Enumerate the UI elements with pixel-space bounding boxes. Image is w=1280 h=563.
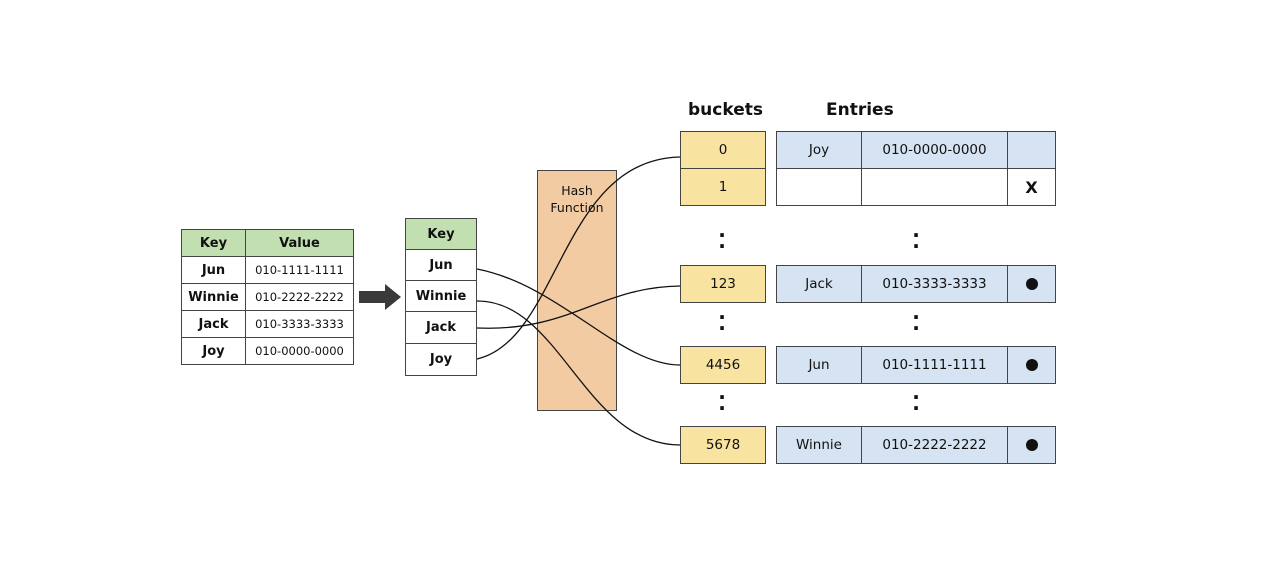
pointer-dot-icon	[1025, 439, 1038, 451]
entry-name-cell: Joy	[776, 131, 862, 169]
hash-function-label-line1: Hash	[561, 183, 593, 198]
source-key-cell: Winnie	[181, 283, 246, 311]
ellipsis-dots-icon: ··	[912, 305, 920, 340]
ellipsis-dots-icon: ··	[912, 223, 920, 258]
source-value-cell: 010-2222-2222	[245, 283, 354, 311]
pointer-dot-icon	[1025, 278, 1038, 290]
entry-phone-cell: 010-1111-1111	[861, 346, 1008, 384]
ellipsis-dots-icon: ··	[718, 385, 726, 420]
entry-phone-cell: 010-0000-0000	[861, 131, 1008, 169]
source-header-key: Key	[181, 229, 246, 257]
hash-function-box: Hash Function	[537, 170, 617, 411]
entry-name-cell: Jun	[776, 346, 862, 384]
source-key-cell: Joy	[181, 337, 246, 365]
bucket-cell: 0	[680, 131, 766, 169]
bucket-cell: 1	[680, 168, 766, 206]
ellipsis-dots-icon: ··	[718, 305, 726, 340]
connector-jack-123	[476, 285, 681, 329]
source-key-cell: Jack	[181, 310, 246, 338]
bucket-cell: 4456	[680, 346, 766, 384]
connector-jun-4456	[476, 268, 681, 366]
source-value-cell: 010-0000-0000	[245, 337, 354, 365]
entry-link-cell	[1007, 426, 1056, 464]
right-arrow-icon	[359, 284, 401, 310]
entry-link-cell	[1007, 265, 1056, 303]
ellipsis-dots-icon: ··	[912, 385, 920, 420]
entry-phone-cell	[861, 168, 1008, 206]
entries-title: Entries	[826, 100, 894, 120]
key-table-cell: Joy	[405, 343, 477, 376]
bucket-cell: 123	[680, 265, 766, 303]
key-table-cell: Jun	[405, 249, 477, 281]
entry-link-cell	[1007, 346, 1056, 384]
connector-joy-0	[476, 156, 681, 360]
source-key-cell: Jun	[181, 256, 246, 284]
pointer-dot-icon	[1025, 359, 1038, 371]
buckets-title: buckets	[688, 100, 763, 120]
bucket-cell: 5678	[680, 426, 766, 464]
entry-name-cell: Jack	[776, 265, 862, 303]
entry-name-cell: Winnie	[776, 426, 862, 464]
entry-phone-cell: 010-3333-3333	[861, 265, 1008, 303]
ellipsis-dots-icon: ··	[718, 223, 726, 258]
entry-name-cell	[776, 168, 862, 206]
null-marker-x: X	[1007, 168, 1056, 206]
entry-phone-cell: 010-2222-2222	[861, 426, 1008, 464]
connector-winnie-5678	[476, 300, 681, 446]
hash-function-label-line2: Function	[550, 200, 604, 215]
